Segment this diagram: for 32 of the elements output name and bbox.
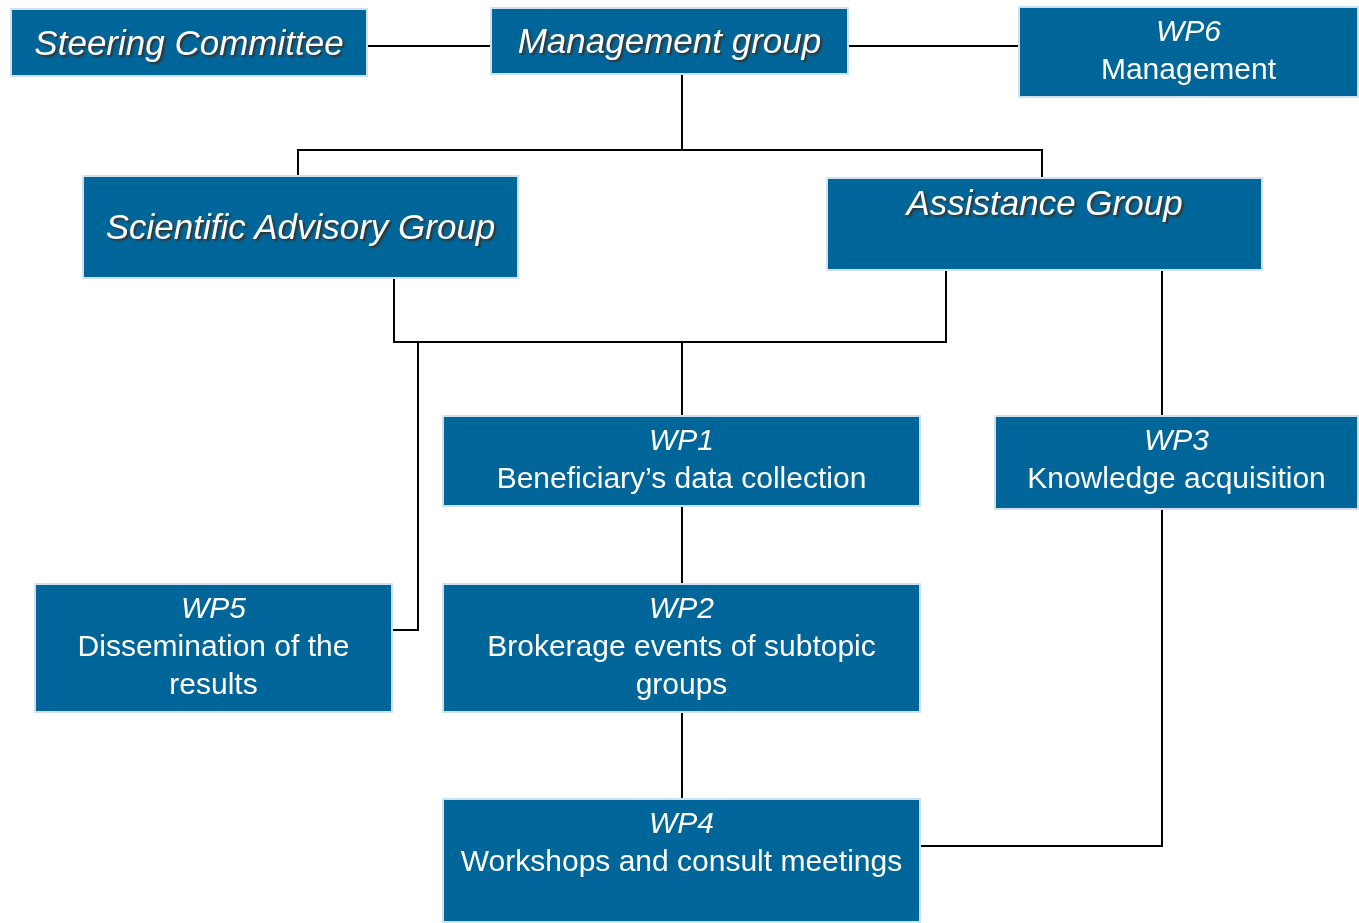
work-package-number: WP3 <box>1144 422 1209 458</box>
work-package-title: Knowledge acquisition <box>1027 459 1326 496</box>
org-box <box>1018 6 1359 98</box>
work-package-title: Brokerage events of subtopic groups <box>486 627 877 702</box>
work-package-title: Workshops and consult meetings <box>460 842 903 879</box>
connector-line <box>1161 270 1163 416</box>
org-box <box>826 177 1263 271</box>
org-box <box>82 175 519 279</box>
work-package-title: Management <box>1100 50 1277 87</box>
org-box <box>34 583 393 713</box>
group-name: Steering Committee <box>34 21 344 64</box>
group-name: Scientific Advisory Group <box>105 206 496 249</box>
org-box <box>490 7 849 75</box>
work-package-number: WP1 <box>649 422 714 458</box>
work-package-number: WP5 <box>181 590 246 626</box>
connector-line <box>681 506 683 584</box>
org-box <box>442 583 921 713</box>
org-box <box>442 798 921 923</box>
connector-line <box>848 45 1019 47</box>
connector-line <box>681 712 683 799</box>
work-package-title: Beneficiary’s data collection <box>496 459 867 496</box>
org-box <box>994 415 1359 510</box>
org-box <box>442 415 921 507</box>
work-package-number: WP4 <box>649 805 714 841</box>
work-package-number: WP6 <box>1156 13 1221 49</box>
org-box <box>10 8 368 77</box>
work-package-title: Dissemination of the results <box>76 627 351 702</box>
connector-line <box>367 45 491 47</box>
group-name: Assistance Group <box>906 182 1183 224</box>
work-package-number: WP2 <box>649 590 714 626</box>
connector-line <box>920 509 1163 847</box>
group-name: Management group <box>517 20 822 63</box>
